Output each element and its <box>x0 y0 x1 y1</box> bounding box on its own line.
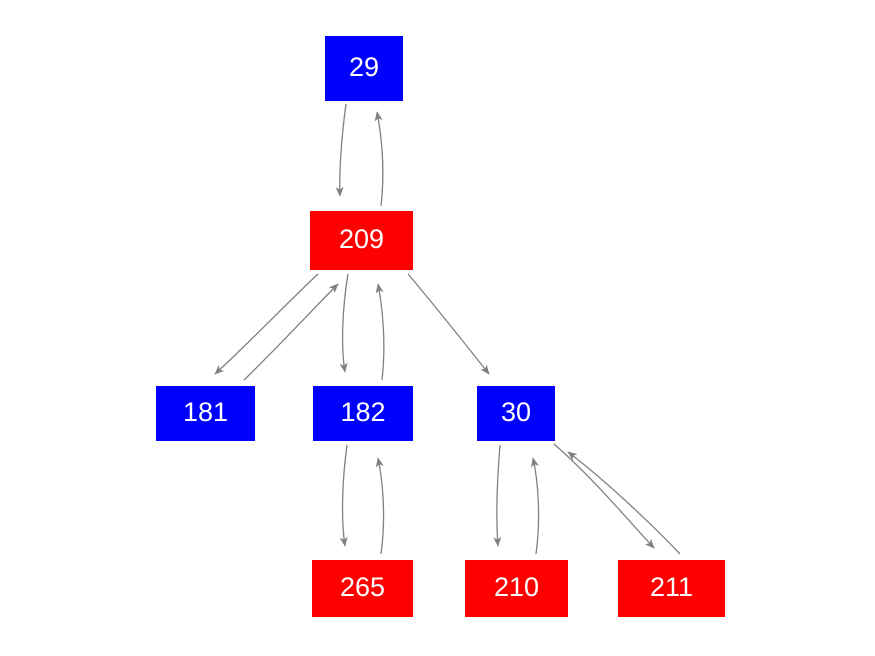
graph-node-181[interactable]: 181 <box>156 386 255 441</box>
graph-node-265[interactable]: 265 <box>312 560 413 617</box>
graph-node-label: 182 <box>340 397 386 427</box>
graph-node-209[interactable]: 209 <box>310 211 413 270</box>
edge-182-to-209[interactable] <box>375 283 385 381</box>
edge-209-to-182[interactable] <box>339 273 349 373</box>
edge-29-to-209[interactable] <box>335 103 347 197</box>
edges-group <box>214 103 681 555</box>
graph-node-label: 29 <box>348 52 380 82</box>
edge-181-to-209[interactable] <box>243 283 339 381</box>
edge-209-to-181[interactable] <box>214 273 319 375</box>
edge-209-to-30[interactable] <box>407 273 490 375</box>
graph-node-label: 181 <box>182 397 229 427</box>
edge-210-to-30[interactable] <box>531 457 540 555</box>
graph-node-label: 211 <box>649 572 694 602</box>
edge-182-to-265[interactable] <box>339 444 348 547</box>
edge-209-to-29[interactable] <box>374 111 384 207</box>
graph-node-label: 30 <box>500 397 532 427</box>
graph-node-210[interactable]: 210 <box>465 560 568 617</box>
graph-node-211[interactable]: 211 <box>618 560 725 617</box>
edge-211-to-30[interactable] <box>567 451 681 555</box>
edge-265-to-182[interactable] <box>375 457 385 555</box>
edge-30-to-210[interactable] <box>493 444 502 547</box>
graph-node-label: 210 <box>493 572 540 602</box>
graph-node-label: 209 <box>338 224 385 254</box>
graph-node-182[interactable]: 182 <box>313 386 413 441</box>
graph-node-label: 265 <box>339 572 386 602</box>
edge-30-to-211[interactable] <box>553 443 655 549</box>
graph-node-29[interactable]: 29 <box>325 36 403 101</box>
graph-node-30[interactable]: 30 <box>477 386 555 441</box>
